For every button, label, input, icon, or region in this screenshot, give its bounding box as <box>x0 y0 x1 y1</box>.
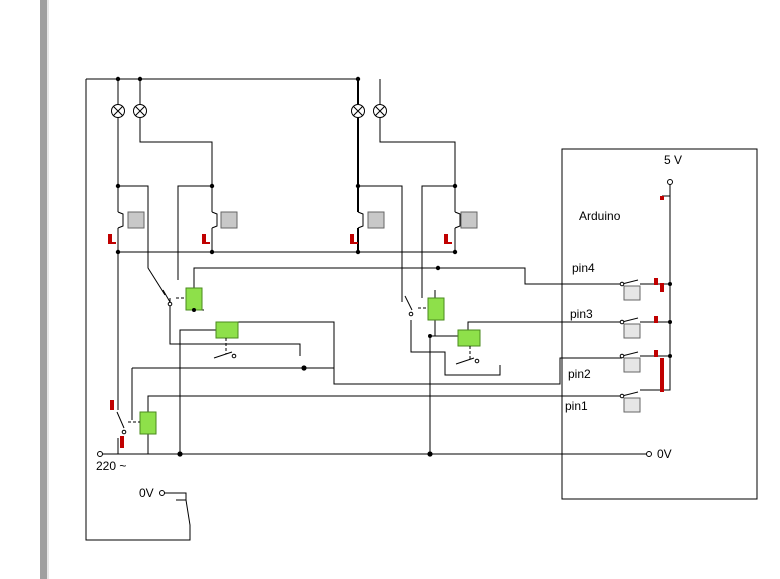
relay-blade-4 <box>455 357 475 365</box>
relay4-coil-bottom <box>429 335 458 454</box>
relay-coil-2 <box>427 297 445 321</box>
relay1-switch-out <box>169 298 301 356</box>
relay4-coil-top <box>467 321 622 337</box>
pin4-switch <box>619 278 658 301</box>
pb1-upper-link <box>118 185 149 252</box>
pin1-switch <box>619 391 641 413</box>
ground-terminal-label: 0V <box>139 486 154 500</box>
mains-lead <box>100 438 119 455</box>
lamp2-down <box>139 118 213 186</box>
push-buttons <box>108 211 478 244</box>
ground-terminal <box>159 490 165 496</box>
mains-label: 220 ~ <box>96 459 126 473</box>
junction-dots <box>115 76 672 457</box>
ground-terminal-lead <box>163 492 187 500</box>
pb2-upper-link <box>177 185 212 280</box>
relay-coil-4 <box>457 329 481 347</box>
relay-coils <box>139 287 481 435</box>
push-button-3 <box>350 211 385 244</box>
left-loop-wire <box>85 79 191 541</box>
relay2-switch-out <box>410 320 501 376</box>
relay-coil-3 <box>215 321 239 339</box>
relay-contacts <box>110 289 480 448</box>
lamps <box>111 104 387 118</box>
pin2-label: pin2 <box>568 367 591 381</box>
wires <box>85 78 671 541</box>
arduino-ground-label: 0V <box>657 447 672 461</box>
relay3-coil-top <box>227 321 622 385</box>
relay-coil-5 <box>139 411 157 435</box>
pb4-upper-link <box>421 185 455 298</box>
editor-margin-bar <box>40 0 47 579</box>
relay1-coil-top <box>193 267 622 288</box>
pb3-upper-link <box>358 185 403 302</box>
relay-blade-3 <box>213 351 233 359</box>
push-button-2 <box>202 211 238 244</box>
lamp-1 <box>111 104 125 118</box>
pin2-switch <box>619 350 658 373</box>
supply-5v-terminal <box>667 179 673 185</box>
lamp4-down <box>379 118 456 186</box>
relay5-coil-top <box>147 395 622 412</box>
push-button-4 <box>444 211 478 244</box>
lamp-3 <box>351 104 365 118</box>
relay3-coil-bottom <box>179 329 216 454</box>
arduino-ground-terminal <box>646 451 652 457</box>
arduino-switches <box>619 196 664 413</box>
lamp-4 <box>373 104 387 118</box>
supply-5v-wire <box>662 184 671 197</box>
mains-terminal <box>97 451 103 457</box>
pin4-label: pin4 <box>572 261 595 275</box>
push-button-1 <box>108 211 145 244</box>
pin3-label: pin3 <box>570 307 593 321</box>
pb1-to-relay1 <box>147 252 166 296</box>
arduino-title: Arduino <box>579 209 621 223</box>
relay-coil-1 <box>185 287 203 311</box>
terminals <box>97 179 673 496</box>
arduino-box <box>561 148 758 500</box>
pin1-label: pin1 <box>565 399 588 413</box>
lamp-2 <box>133 104 147 118</box>
relay-blade-1 <box>162 289 171 303</box>
relay-blade-2 <box>404 295 413 311</box>
pin3-switch <box>619 316 658 339</box>
relay-blade-5 <box>116 411 125 429</box>
supply-5v-label: 5 V <box>664 153 682 167</box>
